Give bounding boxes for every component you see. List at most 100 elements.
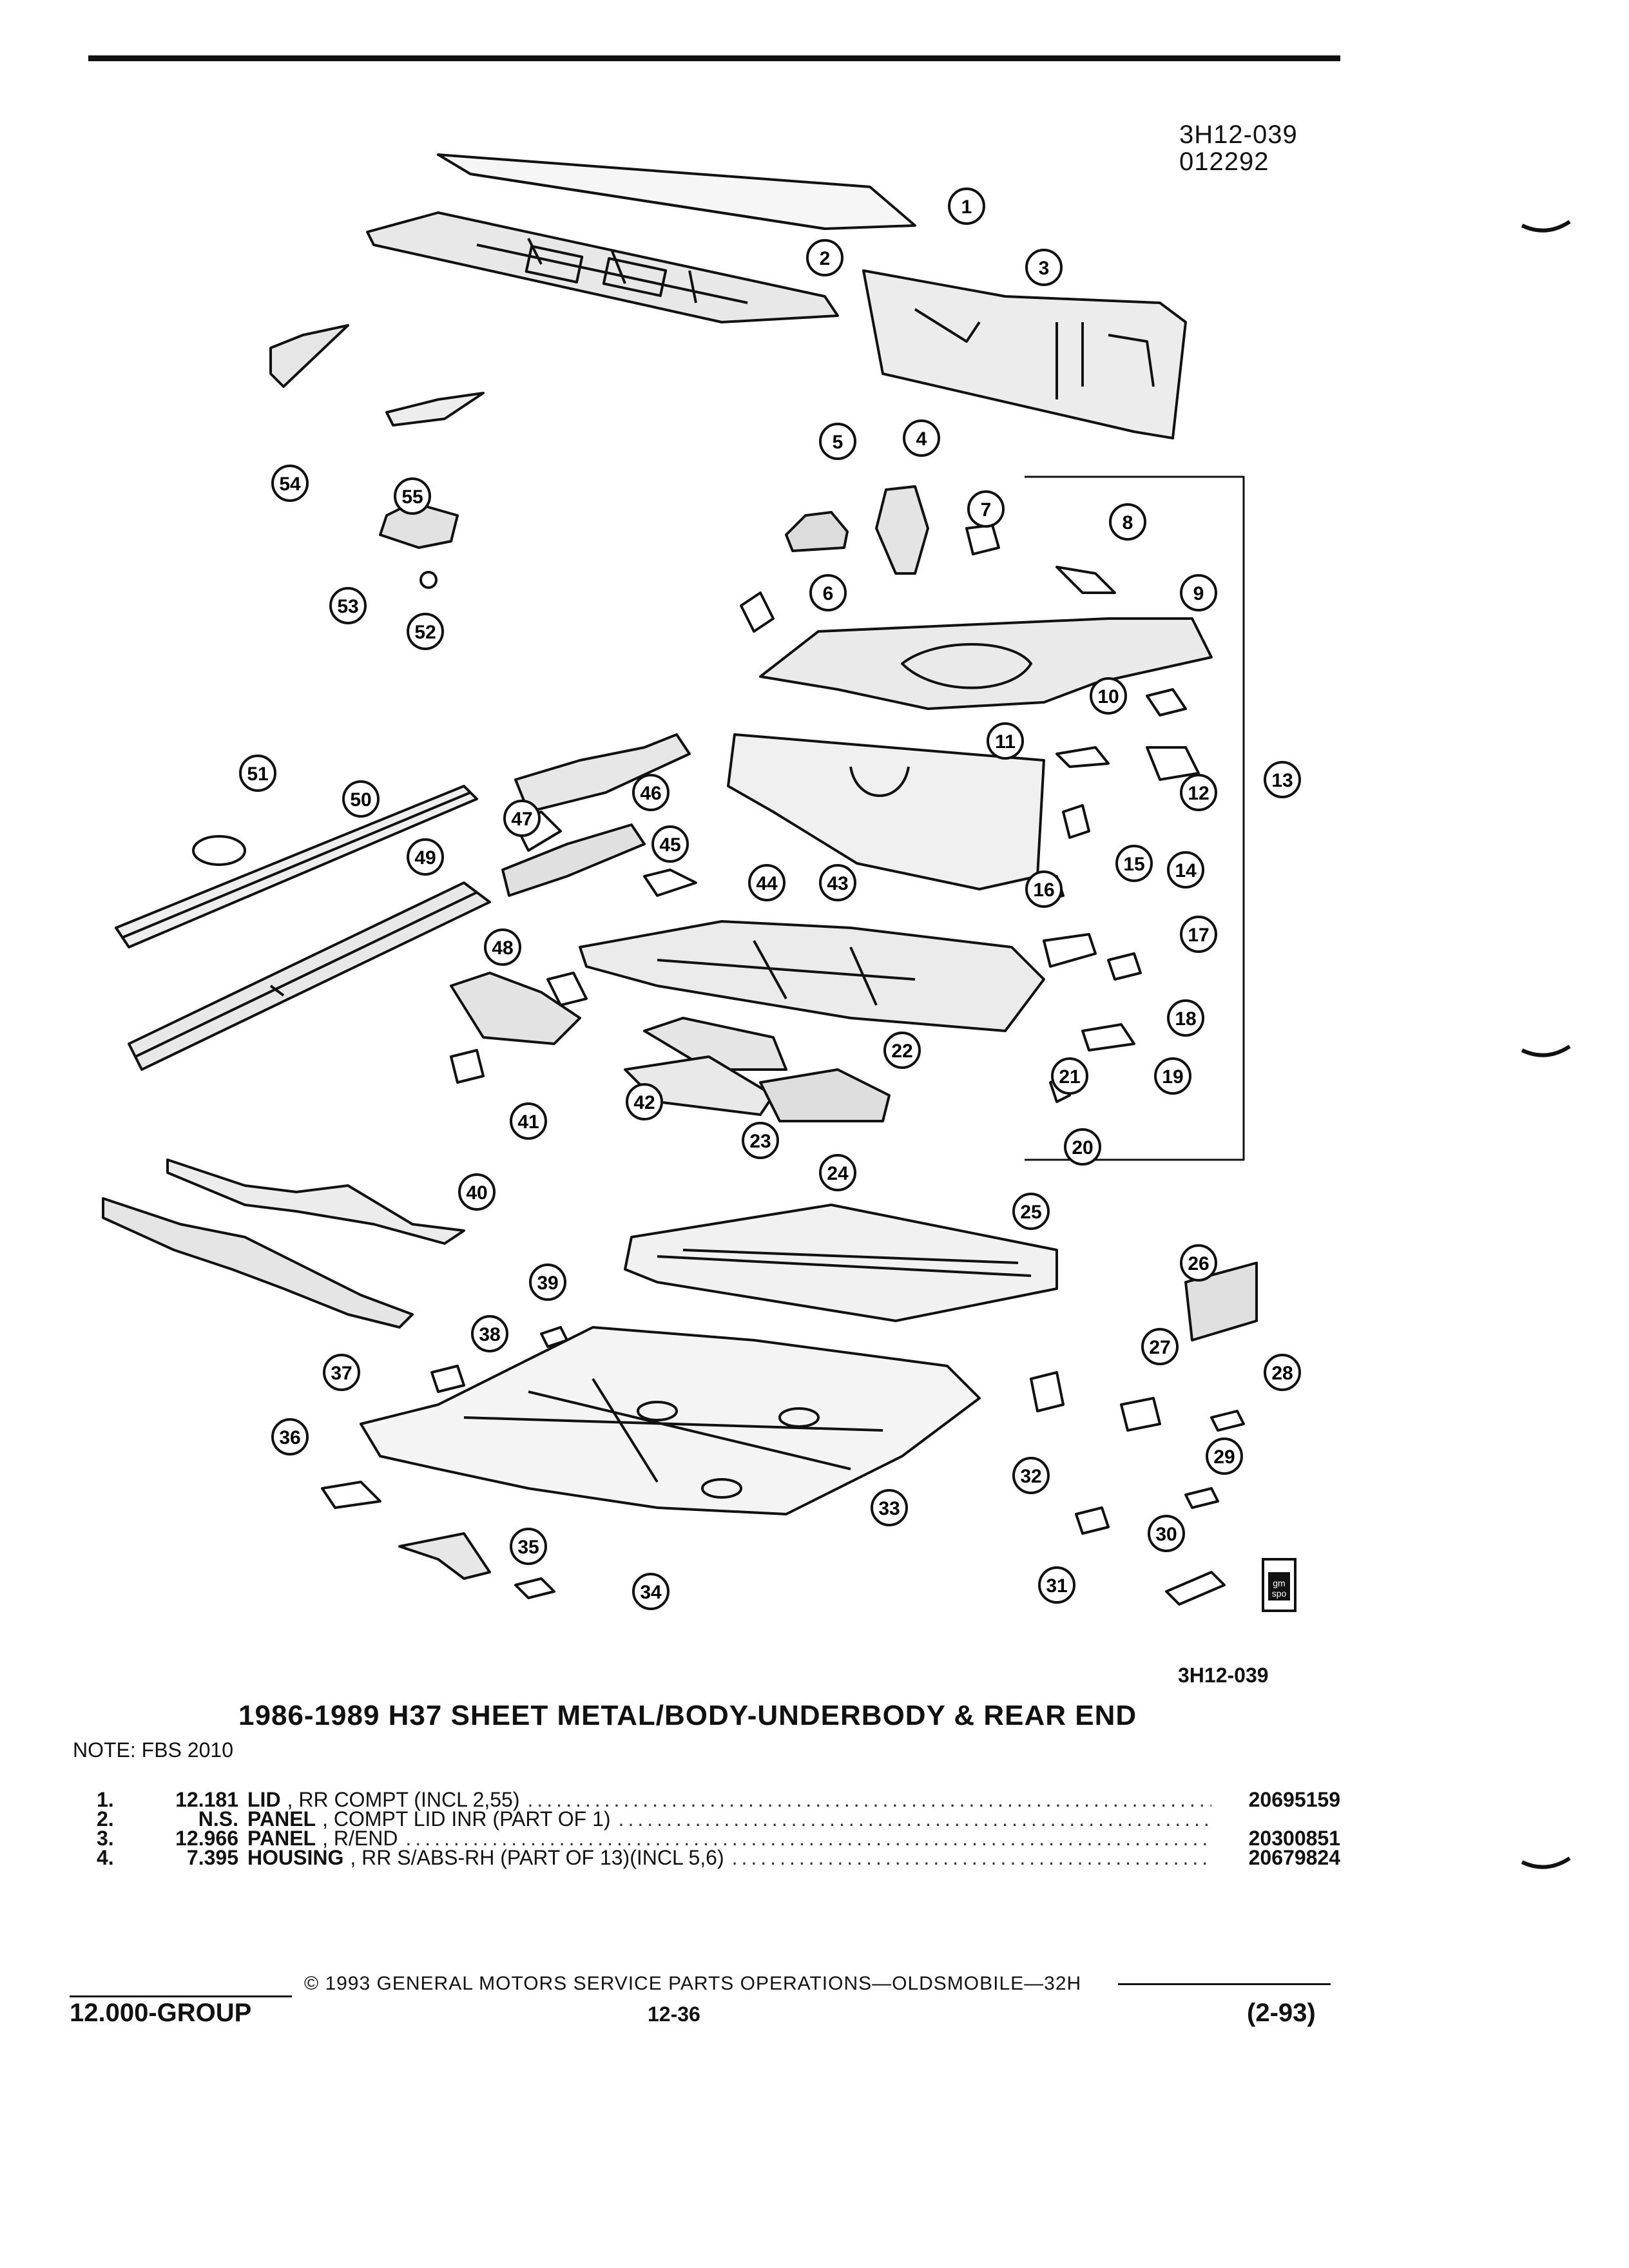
- callout-label: 51: [247, 764, 268, 785]
- group-label: 12.000-GROUP: [70, 1999, 252, 2027]
- callout-label: 21: [1059, 1066, 1080, 1088]
- callout-9: 9: [1180, 574, 1217, 611]
- callout-39: 39: [529, 1264, 566, 1301]
- page-title: 1986-1989 H37 SHEET METAL/BODY-UNDERBODY…: [238, 1700, 1137, 1731]
- binder-mark-icon: [1521, 220, 1571, 233]
- callout-label: 15: [1123, 854, 1144, 875]
- callout-label: 19: [1162, 1066, 1183, 1088]
- header-code-line2: 012292: [1179, 148, 1269, 176]
- part-25: [624, 1204, 1058, 1322]
- callout-18: 18: [1167, 999, 1204, 1037]
- callout-54: 54: [271, 465, 309, 502]
- header-code: 3H12-039 012292: [1179, 121, 1298, 175]
- callout-11: 11: [987, 722, 1024, 760]
- callout-label: 5: [833, 432, 843, 453]
- parts-row: 4. 7.395 HOUSING , RR S/ABS-RH (PART OF …: [97, 1846, 1340, 1869]
- callout-label: 11: [995, 731, 1016, 753]
- callout-28: 28: [1264, 1354, 1301, 1391]
- callout-label: 22: [891, 1041, 912, 1062]
- callout-label: 29: [1213, 1446, 1235, 1468]
- footer-rule-right: [1118, 1983, 1331, 1985]
- callout-34: 34: [632, 1573, 670, 1610]
- callout-2: 2: [806, 239, 843, 276]
- callout-29: 29: [1206, 1437, 1243, 1475]
- callout-38: 38: [471, 1315, 508, 1352]
- callout-label: 46: [640, 783, 661, 804]
- callout-label: 2: [820, 248, 831, 269]
- part-33: [360, 1326, 981, 1515]
- part-21: [579, 920, 1045, 1032]
- svg-text:spo: spo: [1272, 1588, 1287, 1599]
- note: NOTE: FBS 2010: [73, 1738, 233, 1762]
- callout-label: 33: [878, 1498, 900, 1519]
- callout-6: 6: [809, 574, 847, 611]
- part-name: HOUSING: [247, 1846, 344, 1869]
- callout-53: 53: [329, 587, 367, 624]
- exploded-parts-diagram: gm spo 123456789101112131415161718192021…: [102, 153, 1301, 1612]
- callout-label: 7: [981, 499, 992, 521]
- parts-row: 2. N.S. PANEL , COMPT LID INR (PART OF 1…: [97, 1809, 1340, 1829]
- page-number: 12-36: [648, 2003, 700, 2026]
- part-item-number: 2.: [97, 1807, 114, 1831]
- part-54: [269, 324, 349, 388]
- figure-code: 3H12-039: [1178, 1664, 1269, 1687]
- callout-20: 20: [1064, 1128, 1101, 1166]
- callout-label: 40: [466, 1182, 487, 1204]
- part-4: [875, 485, 929, 575]
- callout-label: 34: [640, 1582, 662, 1603]
- leader-dots: ........................................…: [527, 1790, 1212, 1809]
- callout-label: 16: [1033, 879, 1054, 901]
- callout-47: 47: [503, 800, 541, 837]
- part-name: PANEL: [247, 1827, 316, 1850]
- part-ref: 12.181: [175, 1788, 238, 1811]
- callout-label: 39: [537, 1273, 558, 1294]
- callout-label: 41: [517, 1111, 539, 1133]
- callout-label: 10: [1097, 686, 1119, 707]
- parts-row: 3. 12.966 PANEL , R/END ................…: [97, 1827, 1340, 1850]
- part-desc: , RR COMPT (INCL 2,55): [287, 1788, 520, 1811]
- callout-45: 45: [651, 825, 689, 863]
- leader-dots: ........................................…: [405, 1829, 1211, 1848]
- callout-label: 31: [1046, 1575, 1067, 1597]
- leader-dots: ........................................…: [731, 1848, 1211, 1867]
- callout-35: 35: [510, 1528, 547, 1565]
- part-43: [727, 733, 1045, 890]
- part-number: 20679824: [1248, 1846, 1340, 1869]
- callout-label: 50: [350, 789, 371, 811]
- part-ref: N.S.: [198, 1807, 238, 1831]
- callout-label: 55: [401, 486, 423, 508]
- callout-24: 24: [819, 1154, 856, 1191]
- callout-label: 20: [1072, 1137, 1093, 1158]
- callout-15: 15: [1115, 845, 1153, 882]
- callout-label: 35: [517, 1537, 539, 1558]
- part-desc: , COMPT LID INR (PART OF 1): [322, 1807, 611, 1831]
- callout-49: 49: [407, 838, 444, 876]
- copyright: © 1993 GENERAL MOTORS SERVICE PARTS OPER…: [304, 1973, 1082, 1994]
- callout-label: 27: [1149, 1337, 1170, 1358]
- part-rear-end-panel: [862, 269, 1187, 439]
- part-26: [1184, 1262, 1258, 1341]
- svg-text:gm: gm: [1273, 1578, 1285, 1588]
- callout-14: 14: [1167, 851, 1204, 889]
- callout-label: 1: [961, 197, 972, 218]
- callout-43: 43: [819, 864, 856, 901]
- callout-label: 12: [1188, 783, 1209, 804]
- callout-label: 52: [414, 622, 436, 643]
- binder-mark-icon: [1521, 1856, 1571, 1869]
- top-rule: [88, 55, 1340, 61]
- callout-55: 55: [394, 477, 431, 515]
- callout-41: 41: [510, 1102, 547, 1140]
- part-45: [514, 733, 691, 813]
- callout-50: 50: [342, 780, 380, 818]
- callout-label: 42: [633, 1092, 655, 1113]
- part-55: [385, 392, 485, 427]
- callout-44: 44: [748, 864, 786, 901]
- parts-list: 1. 12.181 LID , RR COMPT (INCL 2,55) ...…: [97, 1788, 1340, 1869]
- parts-row: 1. 12.181 LID , RR COMPT (INCL 2,55) ...…: [97, 1788, 1340, 1811]
- callout-48: 48: [484, 928, 521, 966]
- callout-label: 6: [823, 583, 834, 604]
- footer-rule-left: [70, 1995, 292, 1997]
- part-item-number: 1.: [97, 1788, 114, 1811]
- callout-label: 9: [1193, 583, 1204, 604]
